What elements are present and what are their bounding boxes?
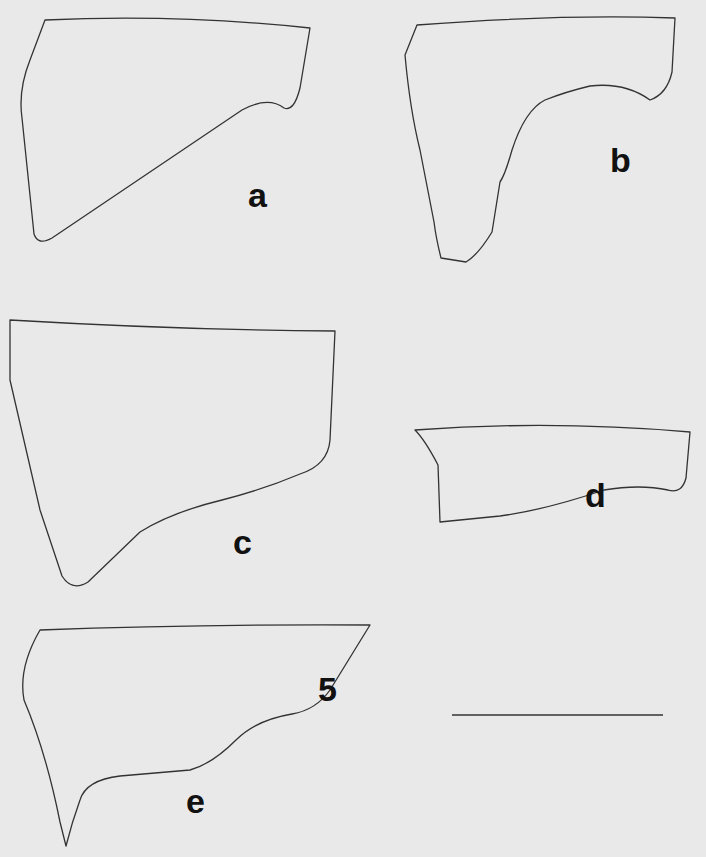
outline-e [23, 625, 370, 846]
outline-b [405, 17, 675, 262]
outline-c [10, 320, 335, 586]
panel-letter: a [248, 178, 267, 212]
panel-letter: b [610, 143, 631, 177]
outline-a [21, 18, 310, 241]
figure-number: 5 [318, 672, 337, 706]
panel-letter: d [585, 478, 606, 512]
panel-letter: e [186, 784, 205, 818]
outline-d [415, 425, 690, 522]
panel-letter: c [233, 525, 252, 559]
scale-bar [452, 714, 663, 715]
